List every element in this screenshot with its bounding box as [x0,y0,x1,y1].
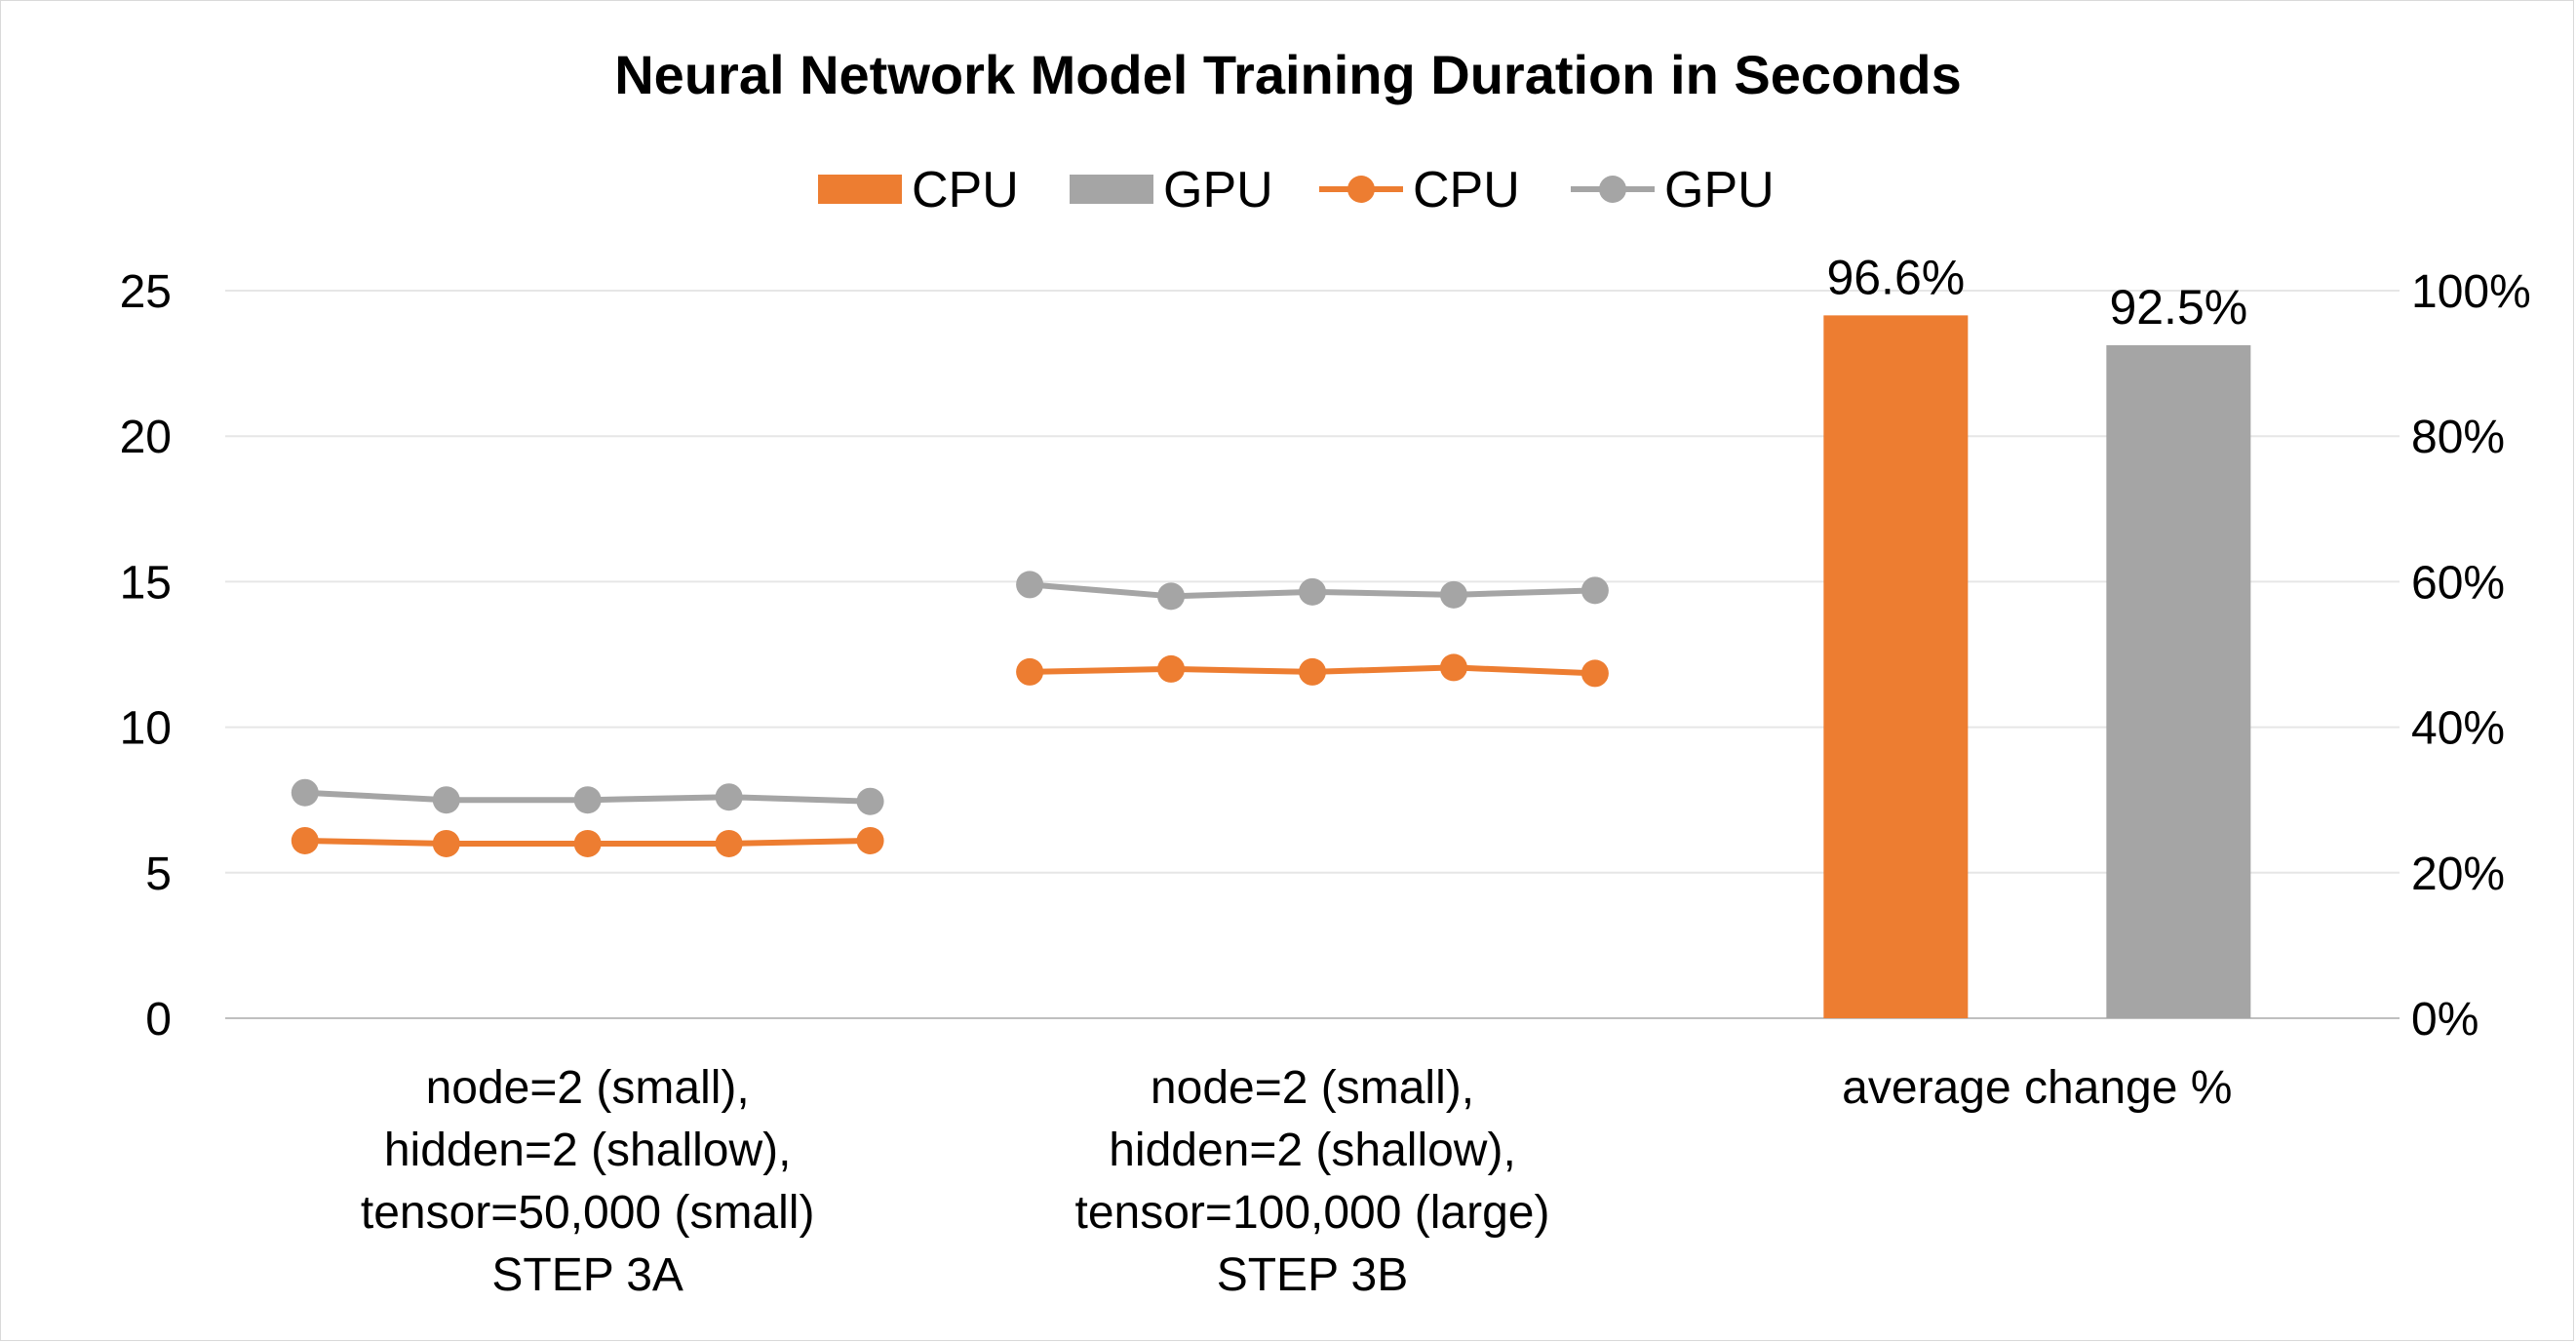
legend-swatch-bar [1070,175,1153,204]
legend-swatch-marker [1347,176,1375,203]
chart-title: Neural Network Model Training Duration i… [614,44,1962,105]
bar-cpu [1823,315,1969,1018]
data-point-gpu [715,783,743,811]
legend-label: CPU [912,162,1019,218]
category-label-line: tensor=100,000 (large) [1075,1187,1550,1239]
data-point-cpu [291,826,319,854]
category-label-line: node=2 (small), [1151,1062,1474,1114]
legend-swatch-marker [1599,176,1626,203]
data-point-gpu [291,778,319,807]
legend-swatch-bar [818,175,902,204]
data-point-cpu [856,826,884,854]
y-right-tick-label: 40% [2411,703,2505,755]
y-right-tick-label: 0% [2411,994,2478,1046]
category-label-line: node=2 (small), [426,1062,750,1114]
category-label-line: hidden=2 (shallow), [1109,1125,1516,1176]
legend-label: GPU [1664,162,1775,218]
data-point-gpu [432,786,460,814]
y-left-tick-label: 10 [120,703,172,755]
y-left-tick-label: 15 [120,557,172,609]
y-left-tick-label: 20 [120,412,172,463]
bar-gpu [2106,344,2251,1018]
data-point-gpu [1016,571,1044,599]
data-point-cpu [715,829,743,857]
category-label-line: STEP 3A [491,1249,683,1301]
category-label-line: hidden=2 (shallow), [384,1125,792,1176]
y-right-tick-label: 20% [2411,849,2505,900]
data-point-cpu [1157,654,1186,683]
y-left-tick-label: 5 [145,849,172,900]
data-point-gpu [1157,582,1186,611]
data-point-gpu [1299,577,1326,606]
bar-data-label: 96.6% [1826,250,1965,304]
data-point-cpu [1439,653,1467,682]
y-right-tick-label: 60% [2411,557,2505,609]
y-right-tick-label: 80% [2411,412,2505,463]
y-right-tick-label: 100% [2411,266,2531,318]
category-label-line: average change % [1842,1062,2232,1114]
data-point-gpu [856,787,884,815]
y-left-tick-label: 0 [145,994,172,1046]
legend-label: GPU [1163,162,1273,218]
data-point-gpu [573,786,602,814]
data-point-cpu [573,829,602,857]
legend-label: CPU [1413,162,1520,218]
data-point-cpu [1299,657,1326,686]
data-point-gpu [1439,580,1467,609]
data-point-cpu [432,829,460,857]
bar-data-label: 92.5% [2109,280,2247,335]
category-label-line: tensor=50,000 (small) [361,1187,815,1239]
category-label-line: STEP 3B [1217,1249,1409,1301]
data-point-cpu [1581,659,1609,688]
data-point-cpu [1016,657,1044,686]
data-point-gpu [1581,576,1609,605]
y-left-tick-label: 25 [120,266,172,318]
